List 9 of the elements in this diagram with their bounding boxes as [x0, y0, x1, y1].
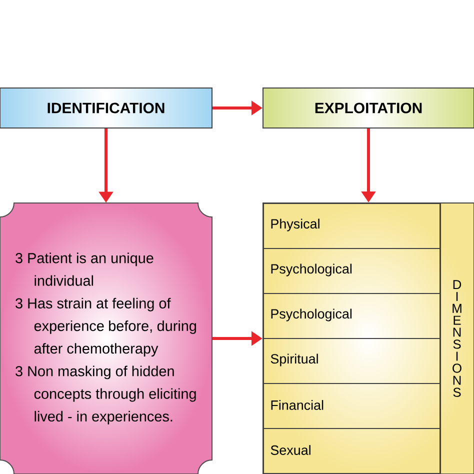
- table-row: Psychological: [263, 293, 442, 339]
- header-box: EXPLOITATION: [262, 88, 474, 128]
- table-row: Sexual: [263, 428, 442, 474]
- table-row: Physical: [263, 203, 442, 249]
- table-row: Financial: [263, 383, 442, 429]
- header-box: IDENTIFICATION: [0, 88, 212, 128]
- note-card: 3 Patient is an unique individual 3 Has strain at feeling of experience before, during after chemotherapy 3 Non masking of hidden concepts through eliciting lived - in experiences.: [0, 202, 212, 474]
- table-row: Psychological: [263, 248, 442, 294]
- table-row: Spiritual: [263, 338, 442, 384]
